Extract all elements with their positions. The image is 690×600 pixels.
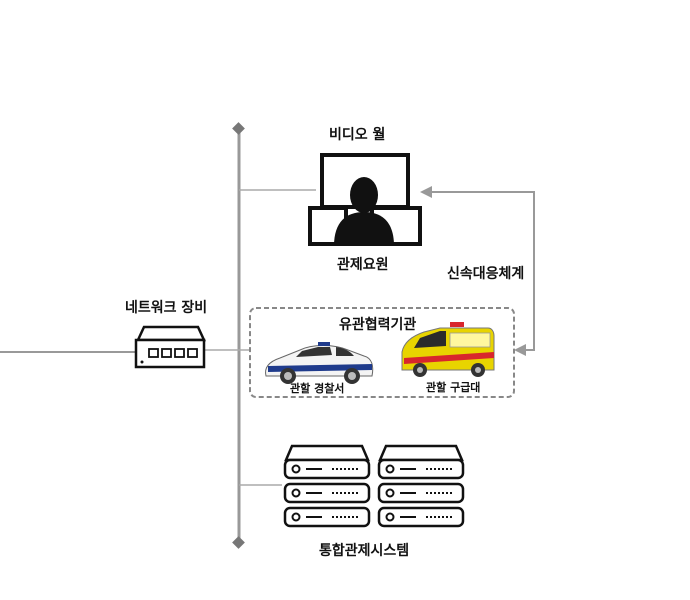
bus-end-top [232,122,245,135]
operator-label: 관제요원 [337,257,389,273]
partner-agencies-box [249,307,515,398]
police-car-icon [265,342,374,384]
network-equipment-label: 네트워크 장비 [125,300,208,316]
ambulance-icon [401,322,495,377]
arrow-head-top [420,186,432,198]
police-station-label: 관할 경찰서 [290,382,345,395]
server-icon-details [385,464,452,522]
rapid-response-arrow [430,191,535,351]
integrated-system-label: 통합관제시스템 [319,543,410,559]
rapid-response-label: 신속대응체계 [447,266,525,282]
server-icon-details [291,464,358,522]
arrow-head-bottom [514,344,526,356]
network-switch-icon [134,325,206,369]
server-icon [377,444,465,528]
partner-agencies-label: 유관협력기관 [339,317,417,333]
ambulance-team-label: 관할 구급대 [426,381,481,394]
server-icon [283,444,371,528]
video-wall-label: 비디오 월 [329,127,386,143]
operator-icon [334,177,394,246]
bus-end-bottom [232,536,245,549]
